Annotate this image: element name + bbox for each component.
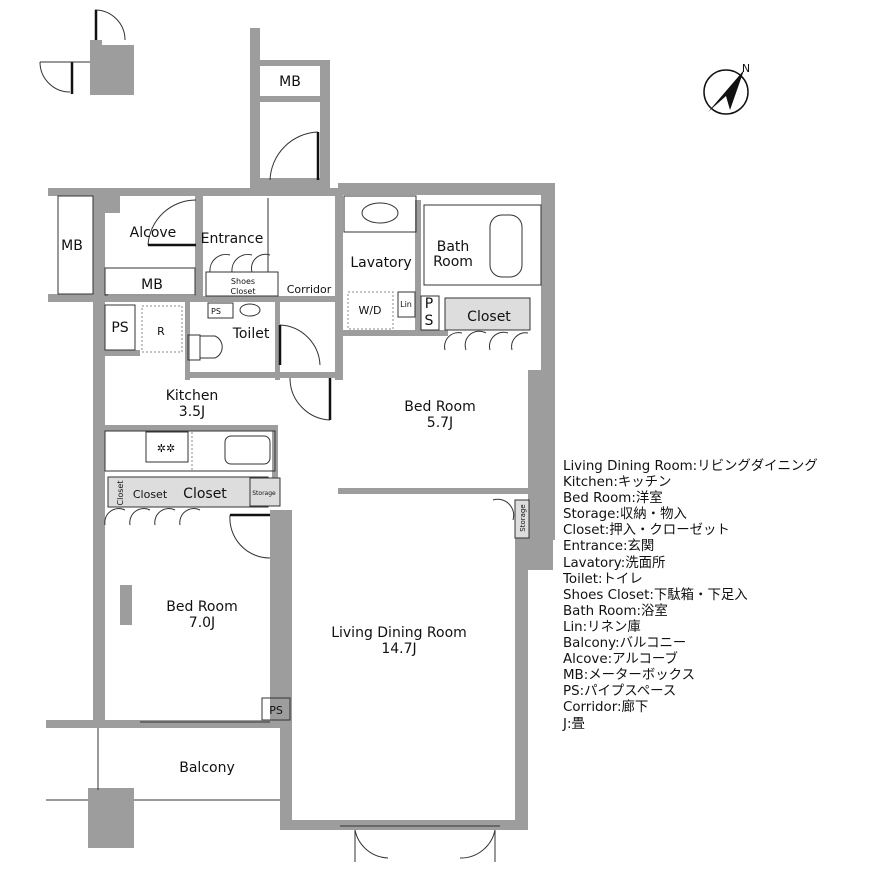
legend-item: Toilet:トイレ — [563, 571, 643, 587]
room-labels: MB Alcove Entrance MB MB Shoes Closet Co… — [61, 74, 527, 776]
label-alcove: Alcove — [130, 225, 177, 241]
legend-item: Closet:押入・クローゼット — [563, 523, 730, 539]
label-mb-top: MB — [279, 74, 301, 90]
label-ps-small: PS — [211, 307, 221, 316]
label-ps-kitchen: PS — [111, 320, 128, 336]
legend: Living Dining Room:リビングダイニング Kitchen:キッチ… — [563, 459, 818, 733]
legend-item: Living Dining Room:リビングダイニング — [563, 459, 818, 474]
label-closet-bed1: Closet — [467, 309, 511, 325]
legend-item: Lin:リネン庫 — [563, 619, 641, 635]
legend-item: Storage:収納・物入 — [563, 507, 687, 523]
legend-item: MB:メーターボックス — [563, 668, 695, 684]
label-ps-s: S — [425, 313, 434, 329]
label-lin: Lin — [400, 300, 412, 309]
label-storage-1: Storage — [252, 490, 276, 497]
label-bed2: Bed Room — [166, 599, 237, 615]
legend-item: Lavatory:洗面所 — [563, 555, 666, 571]
legend-item: Bed Room:洋室 — [563, 491, 663, 507]
label-closet-vertical: Closet — [116, 481, 125, 506]
legend-item: Balcony:バルコニー — [563, 636, 687, 652]
north-arrow-icon: N — [703, 62, 750, 115]
label-kitchen: Kitchen — [166, 388, 219, 404]
legend-item: J:畳 — [563, 716, 585, 732]
mb-shaft — [250, 28, 330, 188]
fixtures: ✲✲ — [46, 195, 542, 862]
legend-item: Bath Room:浴室 — [563, 603, 668, 619]
legend-item: Shoes Closet:下駄箱・下足入 — [563, 587, 748, 603]
label-mb-left: MB — [61, 238, 83, 254]
label-bath-2: Room — [433, 254, 473, 270]
label-closet-large: Closet — [183, 486, 227, 502]
north-label: N — [742, 62, 750, 75]
legend-item: Entrance:玄関 — [563, 539, 655, 555]
label-ps-p: P — [425, 296, 433, 312]
label-bed1: Bed Room — [404, 399, 475, 415]
stove-burner-icon: ✲✲ — [157, 442, 175, 455]
label-shoes-closet-2: Closet — [231, 287, 256, 296]
label-bath-1: Bath — [437, 239, 470, 255]
legend-item: Alcove:アルコーブ — [563, 652, 678, 668]
legend-item: Corridor:廊下 — [563, 700, 649, 716]
external-structure — [39, 9, 134, 95]
label-balcony: Balcony — [179, 760, 235, 776]
label-ldr-size: 14.7J — [381, 641, 416, 657]
label-bed2-size: 7.0J — [189, 615, 215, 631]
label-closet-small: Closet — [133, 488, 168, 501]
label-mb-mid: MB — [141, 277, 163, 293]
legend-item: PS:パイプスペース — [563, 684, 677, 700]
label-ldr: Living Dining Room — [331, 625, 467, 641]
label-kitchen-size: 3.5J — [179, 404, 205, 420]
label-wd: W/D — [358, 304, 381, 317]
label-ps-bed2: PS — [269, 704, 283, 717]
label-corridor: Corridor — [287, 283, 332, 296]
label-shoes-closet-1: Shoes — [231, 277, 255, 286]
label-bed1-size: 5.7J — [427, 415, 453, 431]
legend-item: Kitchen:キッチン — [563, 475, 672, 491]
label-storage-2: Storage — [519, 504, 527, 531]
label-lavatory: Lavatory — [350, 255, 411, 271]
label-toilet: Toilet — [232, 326, 270, 342]
label-refrigerator: R — [157, 325, 165, 338]
label-entrance: Entrance — [201, 231, 264, 247]
